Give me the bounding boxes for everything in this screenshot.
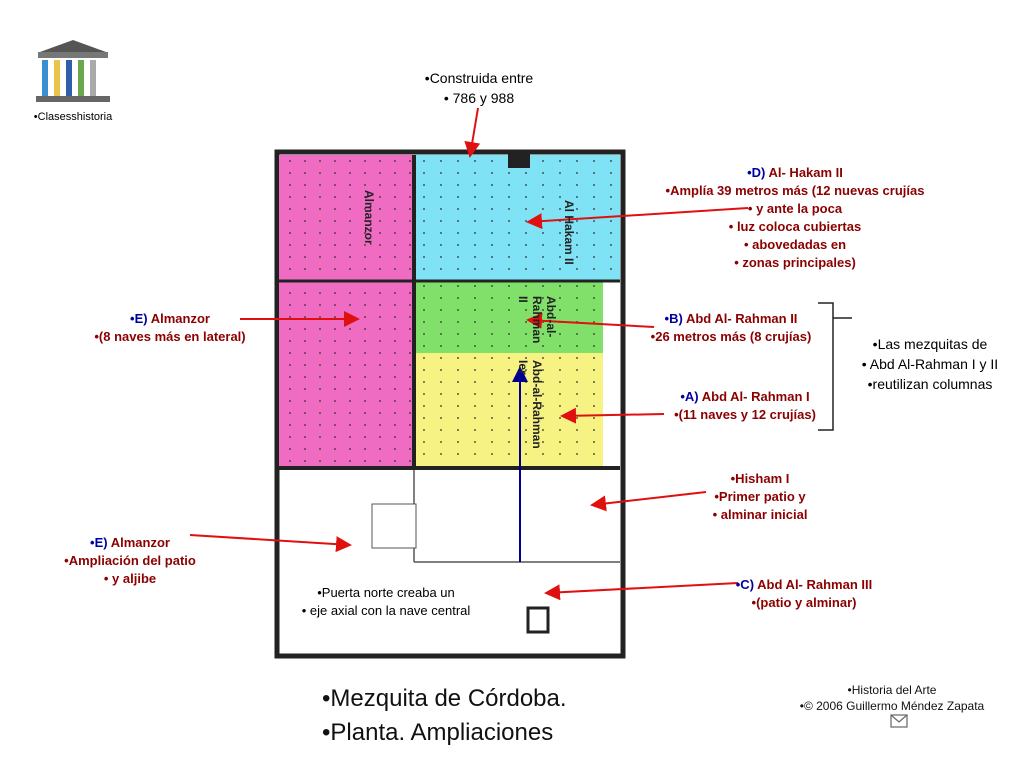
minaret <box>526 606 550 634</box>
label-mezquitas: •Las mezquitas de• Abd Al-Rahman I y II•… <box>861 336 999 392</box>
plan-label-rahman1: Abd-al-Rahman Ier <box>516 360 544 449</box>
plan-label-rahman2: Abd-al-Rahman II <box>516 296 558 344</box>
temple-icon <box>36 40 110 102</box>
label-rahman1: •A) Abd Al- Rahman I •(11 naves y 12 cru… <box>674 389 816 422</box>
logo[interactable] <box>30 38 116 109</box>
label-hakam: •D) Al- Hakam II •Amplía 39 metros más (… <box>665 165 925 270</box>
arrow-rahman2 <box>526 312 655 329</box>
plan-label-almanzor: Almanzor <box>362 190 376 245</box>
arrow-rahman1 <box>560 407 665 424</box>
bracket <box>818 302 834 431</box>
arrow-construida <box>464 107 481 158</box>
arrow-rahman3 <box>544 582 739 601</box>
page-title: •Mezquita de Córdoba.•Planta. Ampliacion… <box>322 685 567 746</box>
label-construida: •Construida entre• 786 y 988 <box>424 70 534 106</box>
label-rahman2: •B) Abd Al- Rahman II •26 metros más (8 … <box>650 311 812 344</box>
arrow-hakam <box>526 207 749 230</box>
zone-rahman2 <box>414 281 603 353</box>
label-rahman3: •C) Abd Al- Rahman III •(patio y alminar… <box>735 577 873 610</box>
plan-label-hakam: Al Hakam II <box>562 200 576 265</box>
arrow-hisham <box>590 491 707 512</box>
label-hisham: •Hisham I•Primer patio y• alminar inicia… <box>712 471 808 522</box>
cistern <box>371 503 417 549</box>
envelope-icon[interactable] <box>890 714 908 733</box>
mihrab <box>508 152 530 168</box>
credits: •Historia del Arte•© 2006 Guillermo Ménd… <box>799 683 985 713</box>
logo-caption: •Clasesshistoria <box>33 111 113 123</box>
arrows <box>189 107 749 601</box>
zone-almanzor <box>279 155 414 468</box>
arrow-almanzor-patio <box>189 534 352 553</box>
column-grid <box>289 160 612 464</box>
label-almanzor-lateral: •E) Almanzor •(8 naves más en lateral) <box>94 311 246 344</box>
label-almanzor-patio: •E) Almanzor •Ampliación del patio• y al… <box>64 535 196 586</box>
label-puerta: •Puerta norte creaba un• eje axial con l… <box>301 585 471 618</box>
